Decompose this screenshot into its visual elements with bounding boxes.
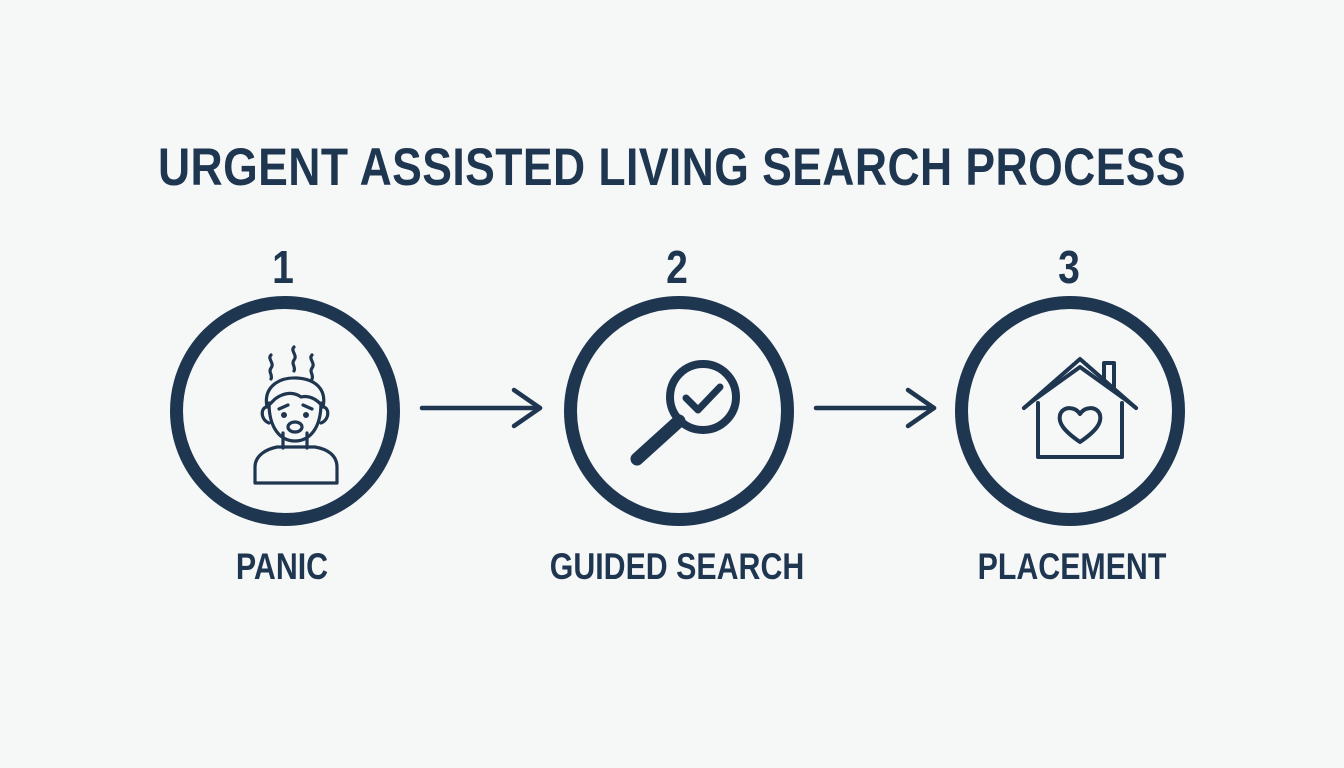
step-2-number: 2	[666, 241, 688, 293]
arrow-right-icon	[813, 387, 937, 429]
step-3-label: PLACEMENT	[977, 546, 1167, 587]
step-1-number: 1	[272, 241, 294, 293]
step-3-circle	[955, 296, 1185, 526]
stressed-person-icon	[253, 345, 339, 485]
magnifier-check-icon	[630, 360, 740, 466]
arrow-right-icon	[419, 387, 543, 429]
step-3-number: 3	[1058, 241, 1080, 293]
step-2-circle	[564, 296, 794, 526]
step-1-label: PANIC	[235, 546, 329, 587]
page-title: URGENT ASSISTED LIVING SEARCH PROCESS	[157, 138, 1187, 197]
step-2-label: GUIDED SEARCH	[549, 546, 805, 587]
house-heart-icon	[1022, 357, 1138, 459]
step-1-circle	[170, 296, 400, 526]
